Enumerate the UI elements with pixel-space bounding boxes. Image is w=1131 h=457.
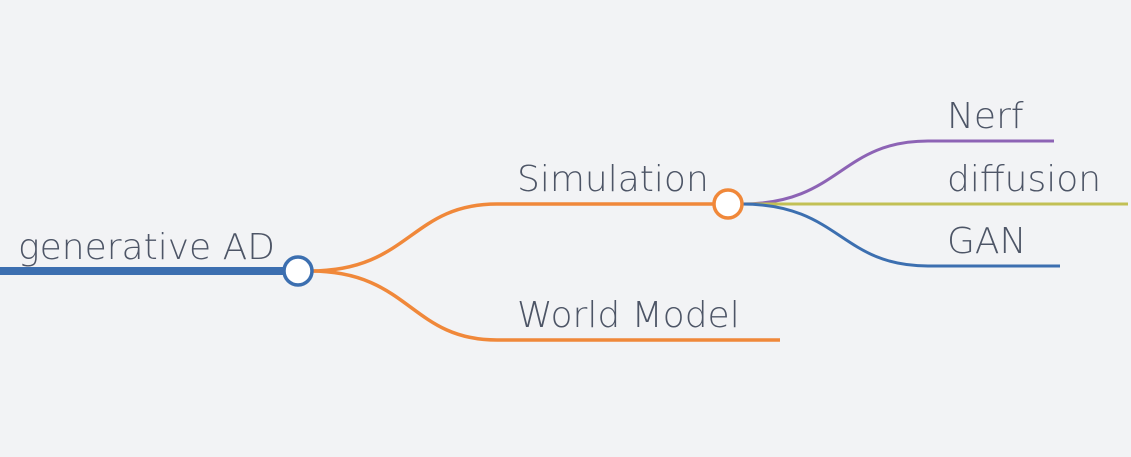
node-generative-ad[interactable]: generative AD xyxy=(18,227,275,268)
node-simulation[interactable]: Simulation xyxy=(517,159,709,200)
edge-simulation-to-nerf xyxy=(741,139,929,206)
edge-simulation-to-gan xyxy=(741,202,929,268)
edge-root-to-world-model xyxy=(309,269,498,342)
root-collapse-toggle[interactable] xyxy=(282,255,314,287)
node-gan[interactable]: GAN xyxy=(947,221,1027,262)
node-nerf[interactable]: Nerf xyxy=(947,96,1024,137)
node-world-model[interactable]: World Model xyxy=(517,295,740,336)
edge-root-to-simulation xyxy=(309,202,498,273)
simulation-collapse-toggle[interactable] xyxy=(712,188,744,220)
node-diffusion[interactable]: diffusion xyxy=(947,159,1102,200)
